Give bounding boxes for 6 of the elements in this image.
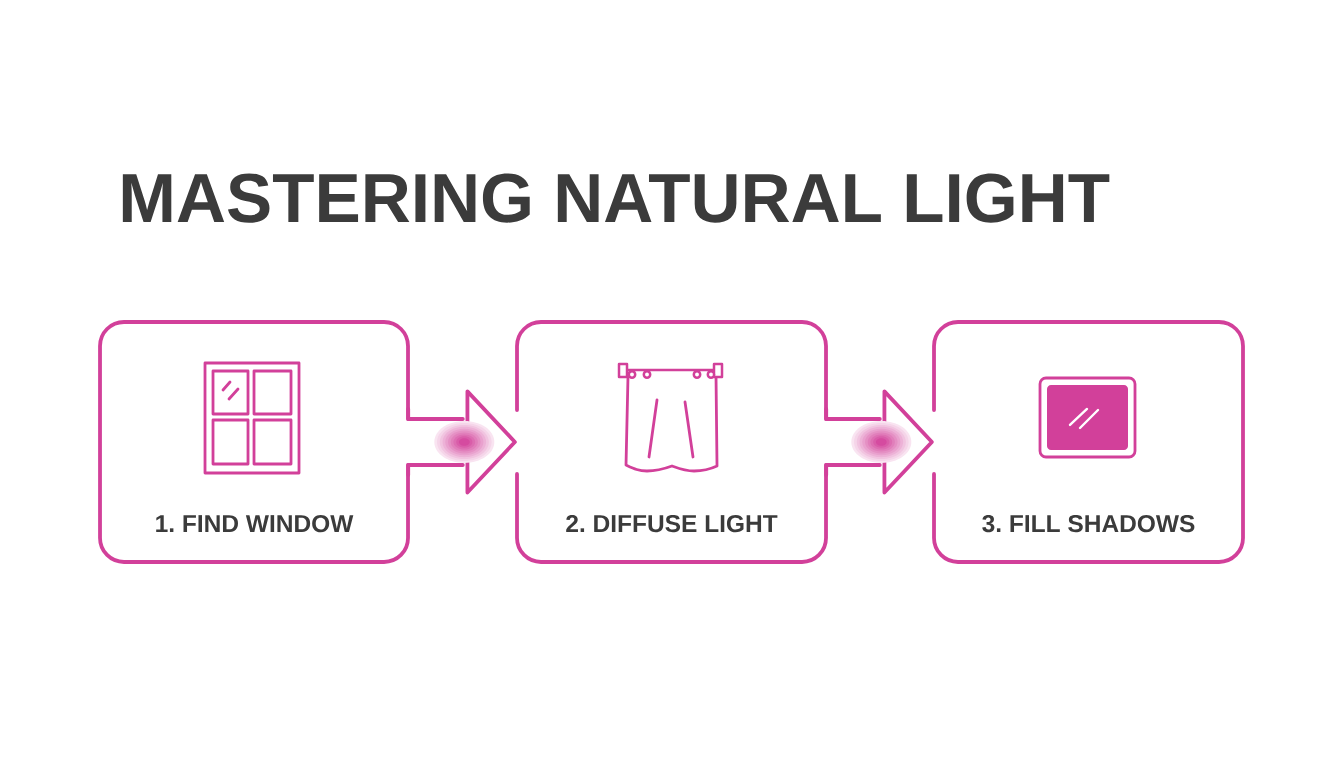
step-box: 2. DIFFUSE LIGHT	[515, 320, 828, 564]
title: MASTERING NATURAL LIGHT	[122, 173, 1110, 223]
arrow	[824, 389, 934, 495]
step-box: 1. FIND WINDOW	[98, 320, 410, 564]
step-box: 3. FILL SHADOWS	[932, 320, 1245, 564]
arrow	[406, 389, 517, 495]
